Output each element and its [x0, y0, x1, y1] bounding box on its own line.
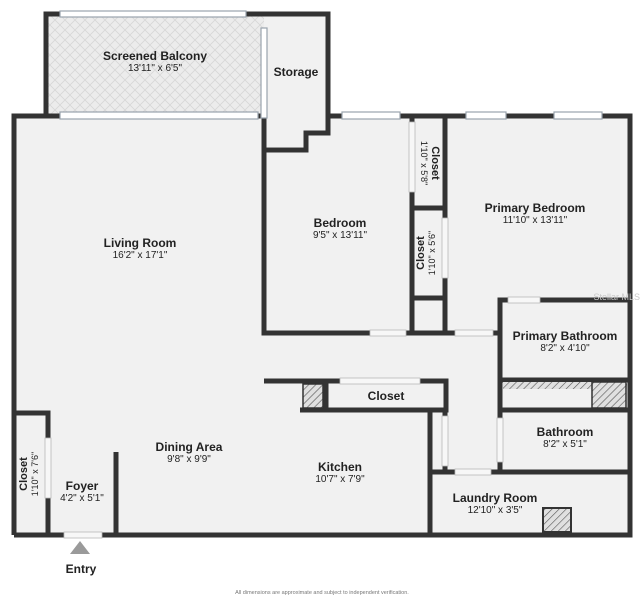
room-primary-bedroom: Primary Bedroom 11'10" x 13'11"	[470, 201, 600, 227]
balcony-window	[59, 111, 259, 120]
room-dimensions: 11'10" x 13'11"	[502, 215, 568, 226]
room-name: Bathroom	[536, 425, 594, 439]
balcony-floor	[46, 14, 264, 116]
room-laundry: Laundry Room 12'10" x 3'5"	[440, 491, 550, 517]
hall-closet-shaft	[302, 383, 324, 409]
bedroom-door	[369, 329, 407, 337]
room-balcony: Screened Balcony 13'11" x 6'5"	[80, 49, 230, 75]
foyer-closet-door	[44, 437, 52, 499]
interior-floor	[14, 116, 630, 535]
room-dimensions: 8'2" x 5'1"	[543, 439, 587, 450]
room-name: Foyer	[65, 479, 99, 493]
room-closet-lower: Closet 1'10" x 5'6"	[415, 213, 441, 293]
kitchen-opening	[441, 415, 449, 467]
room-bedroom: Bedroom 9'5" x 13'11"	[280, 216, 400, 242]
room-dimensions: 10'7" x 7'9"	[315, 474, 365, 485]
windows	[59, 10, 603, 120]
footnote: All dimensions are approximate and subje…	[235, 590, 409, 596]
room-dimensions: 1'10" x 7'6"	[30, 451, 40, 497]
room-closet-upper: Closet 1'10" x 5'8"	[415, 123, 441, 203]
room-name: Closet	[415, 236, 427, 270]
room-name: Storage	[273, 65, 319, 79]
bath-shaft	[503, 382, 627, 389]
room-dimensions: 1'10" x 5'6"	[427, 230, 437, 276]
primary-door	[454, 329, 494, 337]
bath-door	[496, 417, 504, 463]
room-dimensions: 8'2" x 4'10"	[540, 343, 590, 354]
primary-bath-door	[507, 296, 541, 304]
room-name: Primary Bathroom	[512, 329, 618, 343]
primary-window-2	[553, 111, 603, 120]
room-name: Closet	[429, 146, 441, 180]
room-name: Bedroom	[313, 216, 367, 230]
room-name: Living Room	[103, 236, 177, 250]
room-name: Screened Balcony	[102, 49, 208, 63]
room-name: Closet	[367, 389, 405, 403]
closet1-door	[408, 121, 416, 193]
room-dimensions: 9'5" x 13'11"	[312, 230, 368, 241]
closet2-door	[441, 217, 449, 279]
entry-label: Entry	[65, 562, 97, 576]
room-name: Closet	[18, 457, 30, 491]
room-name: Dining Area	[155, 440, 223, 454]
room-hall-closet: Closet	[330, 389, 442, 403]
bedroom-window	[341, 111, 401, 120]
room-name: Kitchen	[317, 460, 362, 474]
room-bathroom: Bathroom 8'2" x 5'1"	[505, 425, 625, 451]
room-dining: Dining Area 9'8" x 9'9"	[130, 440, 248, 466]
room-foyer-closet: Closet 1'10" x 7'6"	[18, 434, 44, 514]
bath-shaft-box	[591, 381, 627, 409]
room-name: Primary Bedroom	[484, 201, 586, 215]
laundry-unit	[542, 507, 572, 533]
storage-opening	[260, 27, 268, 119]
room-storage: Storage	[266, 65, 326, 79]
watermark: Stellar MLS	[593, 292, 640, 302]
room-name: Laundry Room	[452, 491, 538, 505]
room-dimensions: 9'8" x 9'9"	[167, 454, 211, 465]
room-primary-bathroom: Primary Bathroom 8'2" x 4'10"	[503, 329, 627, 355]
entry-door	[63, 531, 103, 539]
door-openings	[44, 121, 541, 539]
balcony-screen-top	[59, 10, 247, 18]
room-living: Living Room 16'2" x 17'1"	[80, 236, 200, 262]
room-dimensions: 1'10" x 5'8"	[419, 140, 429, 186]
hall-closet-door	[339, 377, 421, 385]
room-foyer: Foyer 4'2" x 5'1"	[50, 479, 114, 505]
entry-arrow-icon	[70, 541, 90, 554]
room-dimensions: 16'2" x 17'1"	[112, 250, 168, 261]
storage-floor	[264, 14, 328, 147]
room-dimensions: 12'10" x 3'5"	[467, 505, 523, 516]
room-kitchen: Kitchen 10'7" x 7'9"	[280, 460, 400, 486]
room-dimensions: 4'2" x 5'1"	[60, 493, 104, 504]
primary-window-1	[465, 111, 507, 120]
room-dimensions: 13'11" x 6'5"	[127, 63, 183, 74]
laundry-door	[454, 468, 492, 476]
